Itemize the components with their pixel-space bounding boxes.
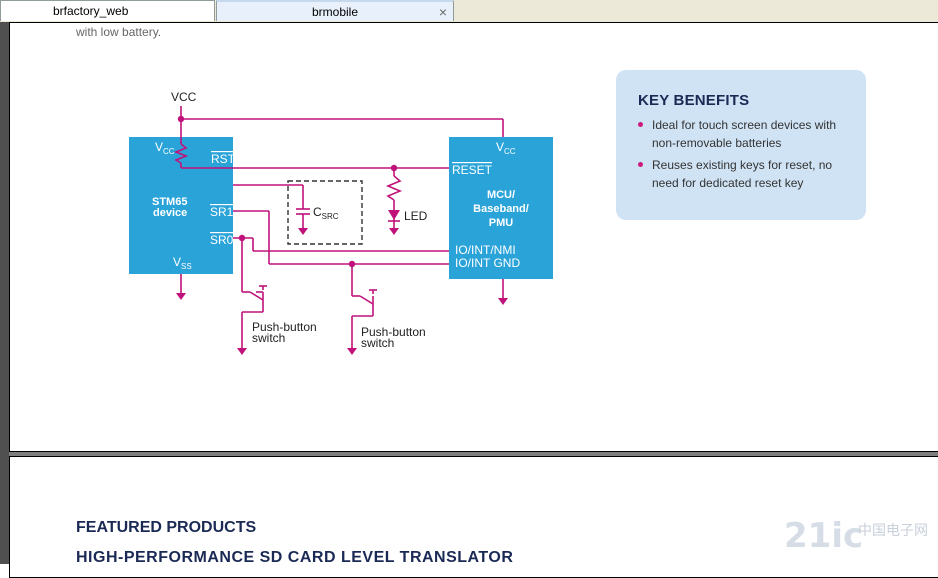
bullet-icon (638, 122, 643, 127)
tab-brfactory-web[interactable]: brfactory_web (0, 0, 215, 21)
sr1-label: SR1 (210, 205, 234, 219)
list-item: Reuses existing keys for reset, no need … (638, 156, 858, 192)
tab-label: brmobile (311, 5, 359, 19)
pushbutton-1-label: Push-button (252, 320, 317, 334)
io-nmi-label: IO/INT/NMI (455, 243, 516, 257)
rst-label: RST (211, 152, 236, 166)
tab-label: brfactory_web (53, 4, 129, 18)
stm65-chip (129, 137, 233, 274)
csrc-dashed-box (287, 180, 363, 245)
mcu-name-2: Baseband/ (473, 203, 529, 215)
circuit-diagram: VCC VCC RST STM65 device SR1 SR0 VSS VCC… (129, 90, 553, 355)
bullet-icon (638, 162, 643, 167)
stm-vcc-label: VCC (155, 140, 175, 156)
close-icon[interactable]: × (438, 4, 447, 20)
list-item: Ideal for touch screen devices with non-… (638, 116, 858, 152)
featured-products-heading: FEATURED PRODUCTS (76, 519, 257, 536)
csrc-label: CSRC (313, 205, 339, 221)
pushbutton-1-label-2: switch (252, 331, 285, 345)
body-text-fragment: with low battery. (76, 25, 162, 39)
key-benefits-title: KEY BENEFITS (638, 92, 750, 109)
benefits-list: Ideal for touch screen devices with non-… (638, 116, 858, 196)
sr0-label: SR0 (210, 233, 234, 247)
tab-brmobile[interactable]: brmobile × (216, 0, 454, 21)
vss-label: VSS (173, 255, 192, 271)
product-subheading: HIGH-PERFORMANCE SD CARD LEVEL TRANSLATO… (76, 549, 514, 566)
vcc-label: VCC (171, 90, 197, 104)
stm-name-1: STM65 (152, 196, 187, 208)
reset-label: RESET (452, 163, 493, 177)
tab-bar: brfactory_web brmobile × (0, 0, 938, 23)
stm-name-2: device (153, 207, 187, 219)
key-benefits-box: KEY BENEFITS Ideal for touch screen devi… (616, 70, 866, 220)
pushbutton-2-label-2: switch (361, 336, 394, 350)
io-gnd-label: IO/INT GND (455, 256, 520, 270)
mcu-name-1: MCU/ (487, 189, 515, 201)
mcu-chip (449, 137, 553, 279)
viewer-left-edge (0, 22, 9, 564)
pushbutton-2-label: Push-button (361, 325, 426, 339)
led-label: LED (404, 209, 428, 223)
watermark-logo: 21ic (784, 516, 864, 556)
mcu-vcc-label: VCC (496, 140, 516, 156)
mcu-name-3: PMU (489, 217, 514, 229)
watermark-text: 中国电子网 (858, 522, 928, 538)
